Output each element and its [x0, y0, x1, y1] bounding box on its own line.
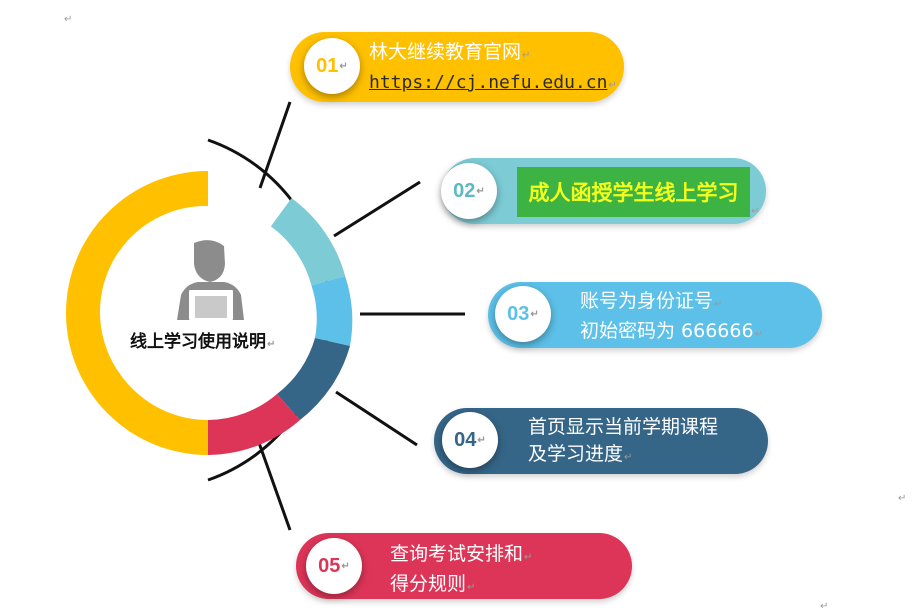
connector-line-04	[335, 390, 418, 447]
step-02-highlight-box: 成人函授学生线上学习	[517, 167, 750, 217]
paragraph-mark-bottom-right: ↵	[820, 601, 829, 612]
site-url-link[interactable]: https://cj.nefu.edu.cn	[369, 72, 608, 93]
step-01-text: 林大继续教育官网↵ https://cj.nefu.edu.cn↵	[369, 39, 617, 99]
person-at-laptop-icon	[177, 240, 244, 320]
step-05-badge: 05↵	[306, 538, 362, 594]
step-04-line2: 及学习进度	[528, 443, 624, 465]
step-04-number: 04	[454, 428, 477, 451]
connector-line-01	[258, 101, 292, 189]
step-03-line1: 账号为身份证号	[580, 290, 714, 312]
paragraph-mark-step-02: ↵	[751, 206, 760, 217]
paragraph-mark: ↵	[341, 560, 350, 572]
step-04-line1: 首页显示当前学期课程	[528, 416, 719, 438]
paragraph-mark: ↵	[530, 308, 539, 320]
step-01-title: 林大继续教育官网	[369, 41, 522, 63]
step-05-line2: 得分规则	[390, 573, 467, 595]
paragraph-mark-right-edge: ↵	[898, 493, 907, 504]
ring-segment-navy	[277, 338, 350, 420]
paragraph-mark: ↵	[477, 434, 486, 446]
paragraph-mark: ↵	[714, 299, 723, 310]
paragraph-mark: ↵	[754, 329, 763, 340]
center-title: 线上学习使用说明	[130, 332, 266, 352]
paragraph-mark: ↵	[467, 582, 476, 593]
ring-segment-blue	[311, 276, 353, 346]
step-04-text: 首页显示当前学期课程 及学习进度↵	[528, 414, 718, 471]
connector-line-05	[256, 439, 292, 531]
step-05-number: 05	[318, 554, 341, 577]
step-04-badge: 04↵	[442, 412, 498, 468]
paragraph-mark: ↵	[522, 50, 531, 61]
paragraph-mark: ↵	[476, 185, 485, 197]
step-05-line1: 查询考试安排和	[390, 543, 524, 565]
ring-segment-yellow	[66, 171, 208, 455]
step-05-text: 查询考试安排和↵ 得分规则↵	[390, 541, 532, 601]
paragraph-mark: ↵	[524, 552, 533, 563]
step-03-text: 账号为身份证号↵ 初始密码为 666666↵	[580, 288, 763, 348]
paragraph-mark: ↵	[267, 339, 276, 350]
paragraph-mark: ↵	[608, 80, 617, 91]
step-02-title: 成人函授学生线上学习	[528, 181, 739, 205]
ring-segment-red	[208, 394, 300, 455]
step-03-badge: 03↵	[495, 286, 551, 342]
paragraph-mark: ↵	[339, 60, 348, 72]
ring-segment-teal	[270, 198, 346, 286]
connector-line-02	[333, 180, 421, 238]
paragraph-mark-top-left: ↵	[64, 14, 73, 25]
step-01-badge: 01↵	[304, 38, 360, 94]
step-02-badge: 02↵	[441, 163, 497, 219]
paragraph-mark: ↵	[624, 452, 633, 463]
step-03-line2: 初始密码为 666666	[580, 320, 754, 342]
step-02-number: 02	[453, 179, 476, 202]
step-03-number: 03	[507, 302, 530, 325]
step-01-number: 01	[316, 54, 339, 77]
